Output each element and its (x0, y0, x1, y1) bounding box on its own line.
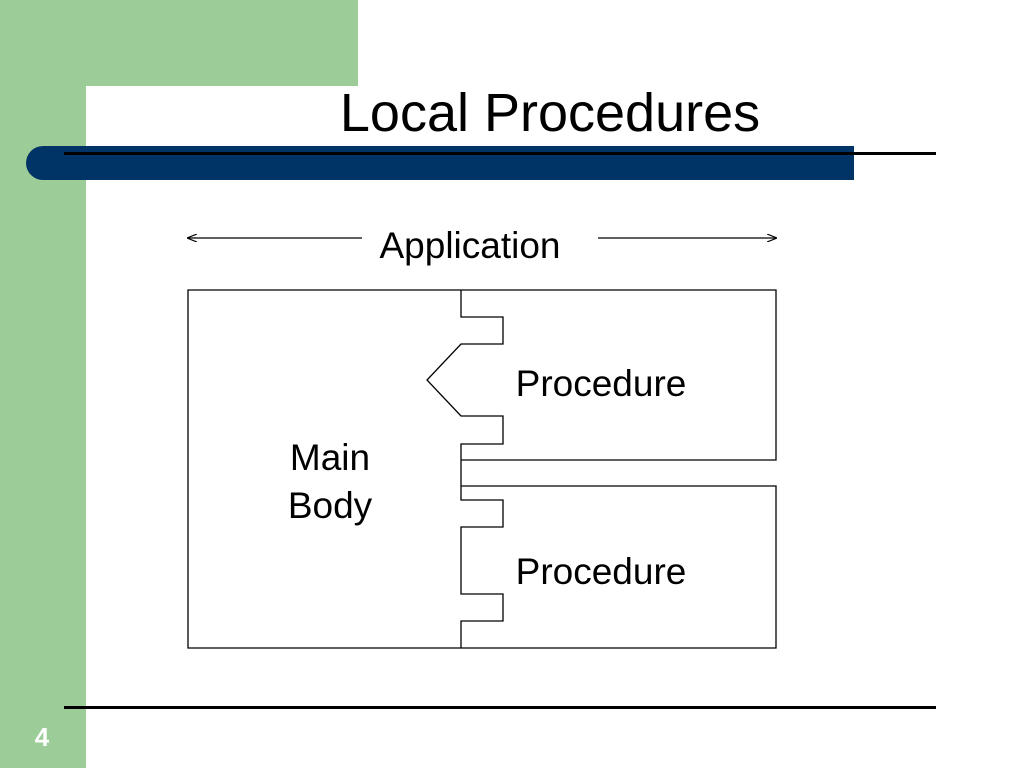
top-accent-band (0, 0, 358, 86)
content-corner (86, 86, 358, 146)
left-accent-band (0, 0, 86, 768)
title-underline-bar (26, 146, 854, 180)
title-rule (64, 152, 936, 155)
main-body-label-line2: Body (288, 485, 373, 526)
slide-title: Local Procedures (339, 83, 761, 143)
application-label: Application (379, 225, 560, 266)
bottom-procedure-label: Procedure (516, 551, 687, 592)
bottom-procedure-interface (460, 486, 504, 648)
top-procedure-interface (426, 290, 504, 460)
top-procedure-box (461, 289, 777, 461)
main-body-outline (187, 289, 461, 649)
top-procedure-label: Procedure (516, 363, 687, 404)
footer-rule (64, 706, 936, 709)
main-body-label-line1: Main (290, 437, 370, 478)
slide-number: 4 (34, 722, 50, 752)
bottom-procedure-box (461, 485, 777, 649)
